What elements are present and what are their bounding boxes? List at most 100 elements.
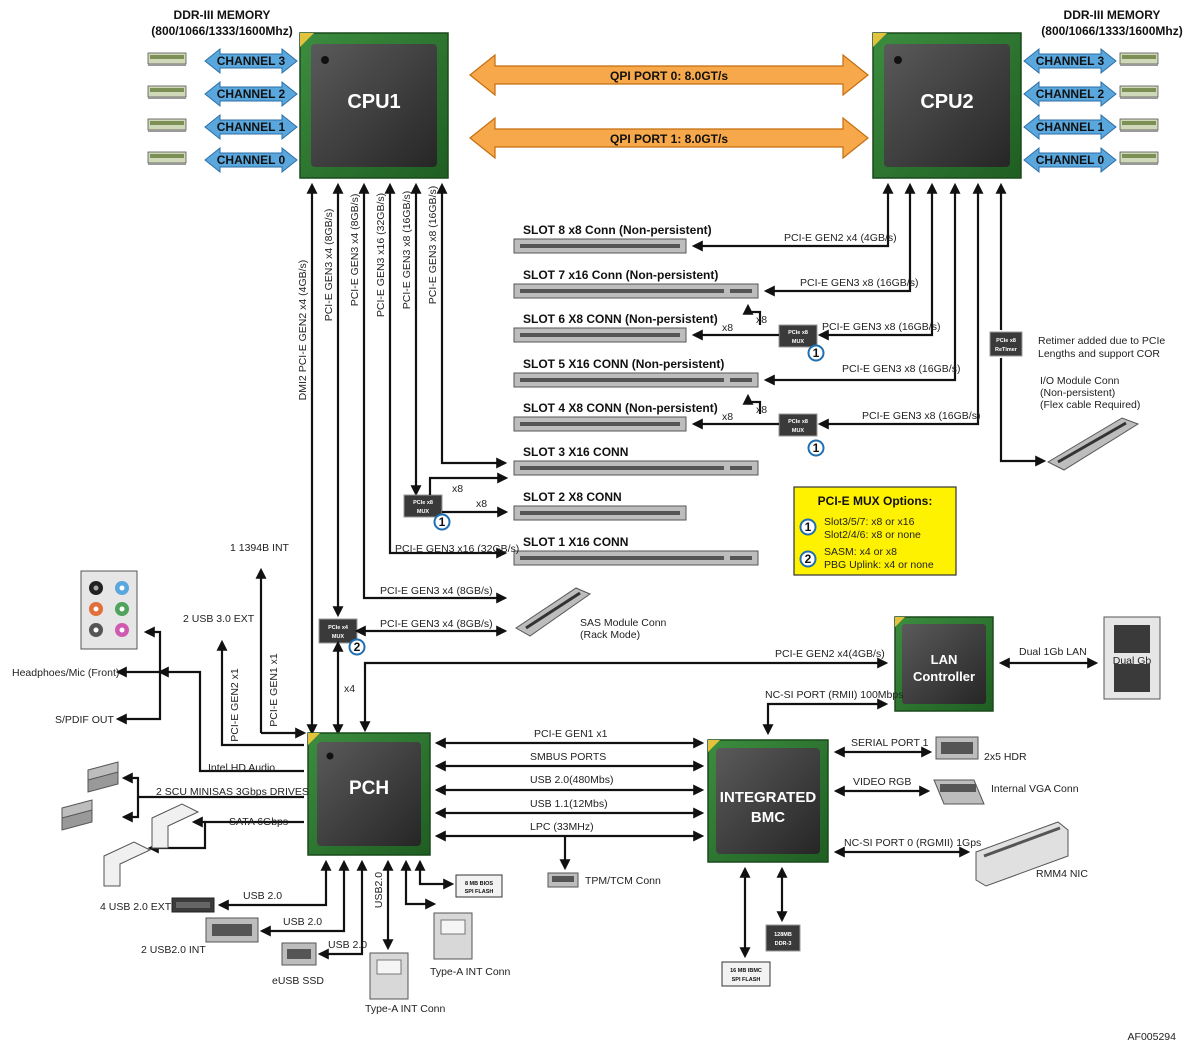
svg-text:2 USB2.0 INT: 2 USB2.0 INT bbox=[141, 944, 206, 956]
channel-arrow: CHANNEL 1 bbox=[1023, 113, 1117, 141]
slot-title: SLOT 1 X16 CONN bbox=[523, 535, 628, 549]
cpu2-label: CPU2 bbox=[920, 91, 973, 113]
svg-text:MUX: MUX bbox=[417, 509, 430, 515]
dimm-icon bbox=[147, 52, 187, 67]
svg-text:SPI FLASH: SPI FLASH bbox=[732, 977, 761, 983]
svg-text:PCH: PCH bbox=[349, 778, 389, 799]
svg-text:USB 2.0: USB 2.0 bbox=[328, 939, 367, 951]
svg-text:Type-A INT Conn: Type-A INT Conn bbox=[430, 966, 511, 978]
svg-text:x8: x8 bbox=[722, 411, 733, 423]
left-memory-speeds: (800/1066/1333/1600Mhz) bbox=[151, 24, 292, 38]
svg-text:PCIe x4: PCIe x4 bbox=[328, 625, 349, 631]
svg-text:128MB: 128MB bbox=[774, 932, 792, 938]
svg-text:x8: x8 bbox=[722, 322, 733, 334]
svg-text:LPC (33MHz): LPC (33MHz) bbox=[530, 821, 594, 833]
svg-text:(Flex cable Required): (Flex cable Required) bbox=[1040, 399, 1140, 411]
type-a-connector-icon bbox=[433, 912, 473, 960]
svg-text:DDR-3: DDR-3 bbox=[775, 941, 792, 947]
slot-title: SLOT 3 X16 CONN bbox=[523, 445, 628, 459]
usb-ext-connector-icon bbox=[171, 897, 215, 913]
pcie-slots: SLOT 8 x8 Conn (Non-persistent) SLOT 7 x… bbox=[513, 223, 759, 566]
svg-text:S/PDIF OUT: S/PDIF OUT bbox=[55, 714, 115, 726]
svg-text:2: 2 bbox=[805, 552, 812, 566]
svg-text:USB 2.0(480Mbs): USB 2.0(480Mbs) bbox=[530, 774, 613, 786]
svg-text:PCI-E GEN3 x16 (32GB/s): PCI-E GEN3 x16 (32GB/s) bbox=[375, 193, 387, 317]
svg-text:RMM4 NIC: RMM4 NIC bbox=[1036, 868, 1088, 880]
bios-flash-chip: 8 MB BIOS SPI FLASH bbox=[455, 874, 503, 898]
right-memory-title: DDR-III MEMORY bbox=[1064, 8, 1161, 22]
svg-text:eUSB SSD: eUSB SSD bbox=[272, 975, 324, 987]
mux-slot2: PCIe x8 MUX 1 x8 x8 bbox=[403, 472, 509, 531]
svg-text:SMBUS PORTS: SMBUS PORTS bbox=[530, 751, 606, 763]
svg-text:CHANNEL 0: CHANNEL 0 bbox=[217, 153, 286, 167]
dimm-icon bbox=[147, 151, 187, 166]
slot-7-connector bbox=[513, 283, 759, 299]
svg-text:USB 2.0: USB 2.0 bbox=[243, 890, 282, 902]
channel-arrow: CHANNEL 2 bbox=[204, 80, 298, 108]
sas-module: PCI-E GEN3 x4 (8GB/s) PCI-E GEN3 x4 (8GB… bbox=[380, 585, 667, 641]
dimm-icon bbox=[1119, 85, 1159, 100]
svg-text:LAN: LAN bbox=[931, 652, 958, 667]
slot-title: SLOT 5 X16 CONN (Non-persistent) bbox=[523, 357, 724, 371]
svg-text:PCIe x8: PCIe x8 bbox=[788, 419, 808, 425]
qpi-port-0: QPI PORT 0: 8.0GT/s bbox=[469, 53, 869, 97]
svg-text:x8: x8 bbox=[476, 498, 487, 510]
bmc-spi-flash-chip: 16 MB IBMC SPI FLASH bbox=[721, 961, 771, 987]
slot-1-connector bbox=[513, 550, 759, 566]
slot-5-connector bbox=[513, 372, 759, 388]
svg-text:USB 1.1(12Mbs): USB 1.1(12Mbs) bbox=[530, 798, 608, 810]
io-module-conn: I/O Module Conn (Non-persistent) (Flex c… bbox=[1040, 375, 1140, 471]
pch-bmc-buses: PCI-E GEN1 x1 SMBUS PORTS USB 2.0(480Mbs… bbox=[434, 728, 705, 871]
svg-text:4 USB 2.0 EXT: 4 USB 2.0 EXT bbox=[100, 901, 172, 913]
svg-text:8 MB BIOS: 8 MB BIOS bbox=[465, 881, 493, 887]
svg-text:Type-A INT Conn: Type-A INT Conn bbox=[365, 1003, 446, 1015]
dual-gb-port-icon: Dual Gb bbox=[1103, 616, 1161, 700]
svg-text:NC-SI PORT 0 (RGMII) 1Gps: NC-SI PORT 0 (RGMII) 1Gps bbox=[844, 837, 981, 849]
svg-text:PCI-E GEN1 x1: PCI-E GEN1 x1 bbox=[268, 653, 280, 727]
svg-text:PCI-E GEN2 x1: PCI-E GEN2 x1 bbox=[229, 668, 241, 742]
svg-text:16 MB IBMC: 16 MB IBMC bbox=[730, 968, 762, 974]
lan-pcie-link bbox=[359, 657, 889, 733]
svg-text:QPI PORT 0: 8.0GT/s: QPI PORT 0: 8.0GT/s bbox=[610, 69, 728, 83]
svg-text:PCI-E GEN3 x8 (16GB/s): PCI-E GEN3 x8 (16GB/s) bbox=[842, 363, 960, 375]
svg-text:SASM: x4 or x8: SASM: x4 or x8 bbox=[824, 546, 897, 558]
slot-2-connector bbox=[513, 505, 687, 521]
svg-text:Lengths and support COR: Lengths and support COR bbox=[1038, 348, 1160, 360]
cpu1-links: DMI2 PCI-E GEN2 x4 (4GB/s) PCI-E GEN3 x4… bbox=[297, 182, 508, 736]
svg-text:I/O Module Conn: I/O Module Conn bbox=[1040, 375, 1120, 387]
svg-text:DMI2 PCI-E GEN2 x4 (4GB/s): DMI2 PCI-E GEN2 x4 (4GB/s) bbox=[297, 260, 309, 401]
document-id: AF005294 bbox=[1128, 1031, 1177, 1043]
svg-text:Intel HD Audio: Intel HD Audio bbox=[208, 762, 275, 774]
lan-controller-chip: LAN Controller bbox=[894, 616, 994, 712]
retimer: PCIe x8 ReTimer Retimer added due to PCI… bbox=[989, 331, 1165, 360]
svg-text:PCI-E GEN3 x4 (8GB/s): PCI-E GEN3 x4 (8GB/s) bbox=[380, 618, 493, 630]
svg-text:USB2.0: USB2.0 bbox=[373, 872, 385, 908]
right-memory-speeds: (800/1066/1333/1600Mhz) bbox=[1041, 24, 1182, 38]
svg-text:x8: x8 bbox=[756, 314, 767, 326]
mux-x4: PCIe x4 MUX 2 x4 bbox=[318, 618, 508, 736]
dimm-icon bbox=[1119, 118, 1159, 133]
slot-title: SLOT 8 x8 Conn (Non-persistent) bbox=[523, 223, 712, 237]
svg-text:1 1394B INT: 1 1394B INT bbox=[230, 542, 290, 554]
svg-text:Retimer added due to PCIe: Retimer added due to PCIe bbox=[1038, 335, 1165, 347]
channel-arrow: CHANNEL 1 bbox=[204, 113, 298, 141]
svg-text:PCI-E GEN3 x8 (16GB/s): PCI-E GEN3 x8 (16GB/s) bbox=[862, 410, 980, 422]
svg-text:PCI-E GEN3 x8 (16GB/s): PCI-E GEN3 x8 (16GB/s) bbox=[822, 321, 940, 333]
svg-text:SPI FLASH: SPI FLASH bbox=[465, 889, 494, 895]
svg-text:2 SCU MINISAS 3Gbps DRIVES: 2 SCU MINISAS 3Gbps DRIVES bbox=[156, 786, 309, 798]
channel-arrow: CHANNEL 3 bbox=[204, 47, 298, 75]
svg-text:PBG Uplink: x4 or none: PBG Uplink: x4 or none bbox=[824, 559, 934, 571]
sata-connector-icon bbox=[103, 803, 200, 887]
mux-slot6: PCIe x8 MUX 1 x8 x8 bbox=[691, 303, 825, 362]
svg-text:PCI-E MUX Options:: PCI-E MUX Options: bbox=[818, 494, 933, 508]
rmm4-connector-icon bbox=[975, 821, 1069, 887]
svg-text:VIDEO RGB: VIDEO RGB bbox=[853, 776, 911, 788]
svg-text:2x5 HDR: 2x5 HDR bbox=[984, 751, 1027, 763]
slot-title: SLOT 2 X8 CONN bbox=[523, 490, 622, 504]
svg-text:Dual Gb: Dual Gb bbox=[1113, 655, 1152, 667]
audio-jack-panel-icon bbox=[80, 570, 138, 650]
type-a-connector-icon bbox=[369, 952, 409, 1000]
svg-text:BMC: BMC bbox=[751, 809, 785, 826]
slot-3-connector bbox=[513, 460, 759, 476]
